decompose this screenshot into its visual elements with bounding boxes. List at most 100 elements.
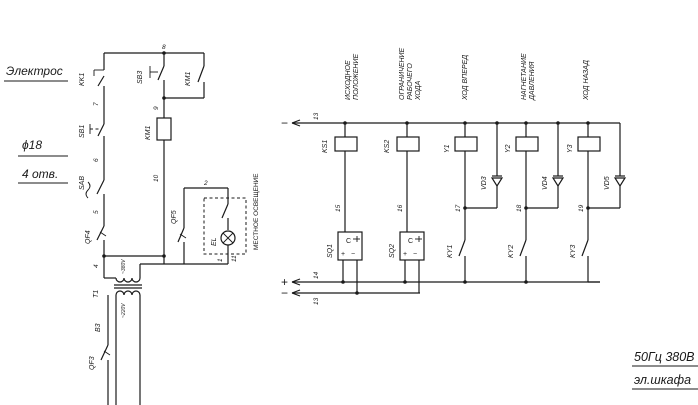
qf3-label: QF3 <box>89 356 96 370</box>
svg-text:+: + <box>341 251 345 258</box>
qf5-label: QF5 <box>171 210 178 224</box>
col2-title: ОГРАНИЧЕНИЕРАБОЧЕГОХОДА <box>399 47 422 101</box>
column-stroke-limit: ОГРАНИЧЕНИЕРАБОЧЕГОХОДА KS2 16 C + − SQ2 <box>384 47 425 293</box>
wire-10-label: 10 <box>153 174 160 182</box>
lighting-label: МЕСТНОЕ ОСВЕЩЕНИЕ <box>253 173 260 250</box>
minus-bus-wire: 13 <box>313 297 320 305</box>
y2-label: Y2 <box>505 144 512 153</box>
plus-bus: + 14 <box>281 271 600 289</box>
vd3-label: VD3 <box>481 176 488 190</box>
wire-4-label: 4 <box>93 264 100 268</box>
qf3-breaker <box>100 344 111 405</box>
y2-coil <box>515 136 539 152</box>
col5-title: ХОД НАЗАД <box>583 60 590 101</box>
ky1-contact <box>458 239 466 282</box>
wire-7-label: 7 <box>93 102 100 106</box>
minus-bus: − 13 <box>281 286 420 305</box>
sb1-label: SB1 <box>79 125 86 138</box>
ks1-coil <box>334 136 358 152</box>
wire-9-label: 9 <box>153 106 160 110</box>
sq1-sensor: C + − <box>337 231 363 261</box>
note-frequency: 50Гц 380В <box>634 350 695 364</box>
wire-8-label: 8 <box>162 44 166 51</box>
note-electro: Электрос <box>6 64 63 78</box>
ky2-contact <box>519 239 527 282</box>
b3-label: B3 <box>95 323 102 332</box>
y1-coil <box>454 136 478 152</box>
y1-label: Y1 <box>444 144 451 153</box>
vd3-diode <box>490 175 504 188</box>
relay-section: − 13 + 14 − 13 ИСХОДНОЕПОЛОЖЕНИЕ KS1 <box>281 47 627 305</box>
y3-label: Y3 <box>567 144 574 153</box>
wire-11-label: 11 <box>231 255 238 262</box>
vd5-diode <box>613 175 627 188</box>
km1-coil-label: KM1 <box>145 126 152 141</box>
sq2-label: SQ2 <box>389 244 396 258</box>
svg-text:C: C <box>408 238 413 245</box>
ks2-coil <box>396 136 420 152</box>
sab-switch <box>85 179 105 218</box>
minus-bus-sign: − <box>281 286 288 300</box>
ky3-label: KY3 <box>570 245 577 258</box>
ks1-label: KS1 <box>322 140 329 153</box>
wire-1-label: 1 <box>217 258 224 262</box>
wire-15-label: 15 <box>335 204 342 212</box>
wire-6-label: 6 <box>93 158 100 162</box>
wire-5-label: 5 <box>93 210 100 214</box>
t1-label: T1 <box>93 290 100 298</box>
ks2-label: KS2 <box>384 140 391 153</box>
right-notes: 50Гц 380В эл.шкафа <box>632 350 698 390</box>
lamp-icon <box>220 230 236 246</box>
plus-bus-wire: 14 <box>313 271 320 279</box>
t1-secondary-voltage: ~220V <box>121 303 127 318</box>
vd4-label: VD4 <box>542 176 549 190</box>
wire-17-label: 17 <box>455 204 462 212</box>
svg-text:+: + <box>403 251 407 258</box>
sb3-label: SB3 <box>137 71 144 84</box>
column-pressure: НАГНЕТАНИЕДАВЛЕНИЯ Y2 VD4 18 KY2 <box>505 53 565 284</box>
note-cabinet: эл.шкафа <box>634 373 691 387</box>
kk1-contact <box>93 69 105 97</box>
col3-title: ХОД ВПЕРЕД <box>462 55 469 101</box>
top-bus-sign: − <box>281 116 288 130</box>
sb3-button <box>149 65 165 104</box>
t1-transformer <box>103 263 164 405</box>
svg-text:C: C <box>346 238 351 245</box>
km1-contact-label: KM1 <box>185 72 192 87</box>
left-notes: Электрос ϕ18 4 отв. <box>4 64 68 184</box>
wire-18-label: 18 <box>516 204 523 212</box>
km1-coil <box>156 104 172 256</box>
col4-title: НАГНЕТАНИЕДАВЛЕНИЯ <box>521 53 536 101</box>
wire-19-label: 19 <box>578 204 585 212</box>
svg-text:−: − <box>351 251 355 258</box>
ky2-label: KY2 <box>508 245 515 258</box>
vd5-label: VD5 <box>604 176 611 190</box>
plus-bus-sign: + <box>281 275 288 289</box>
km1-holding-contact <box>164 65 205 99</box>
sb1-button <box>89 123 105 158</box>
wire-16-label: 16 <box>397 204 404 212</box>
ky3-contact <box>581 239 589 282</box>
col1-title: ИСХОДНОЕПОЛОЖЕНИЕ <box>345 54 360 100</box>
sq1-label: SQ1 <box>327 244 334 258</box>
control-circuit: 8 KK1 7 SB1 6 SAB 5 <box>79 44 260 405</box>
column-initial-position: ИСХОДНОЕПОЛОЖЕНИЕ KS1 15 C + − SQ1 <box>322 54 363 295</box>
sq2-sensor: C + − <box>399 231 425 261</box>
vd4-diode <box>551 175 565 188</box>
top-bus-wire: 13 <box>313 112 320 120</box>
svg-text:−: − <box>413 251 417 258</box>
qf4-label: QF4 <box>85 230 92 244</box>
wire-2-label: 2 <box>203 180 208 187</box>
kk1-label: KK1 <box>79 73 86 86</box>
qf5-breaker <box>177 227 187 264</box>
qf4-breaker <box>96 225 107 256</box>
y3-coil <box>577 136 601 152</box>
top-bus: − 13 <box>281 112 620 130</box>
local-lighting-box <box>184 188 247 265</box>
note-holes: 4 отв. <box>22 167 58 181</box>
t1-primary-voltage: ~380V <box>121 259 127 274</box>
note-phi: ϕ18 <box>22 138 42 152</box>
column-reverse: ХОД НАЗАД Y3 VD5 19 KY3 <box>567 60 627 283</box>
column-forward: ХОД ВПЕРЕД Y1 VD3 17 KY1 <box>444 55 504 284</box>
